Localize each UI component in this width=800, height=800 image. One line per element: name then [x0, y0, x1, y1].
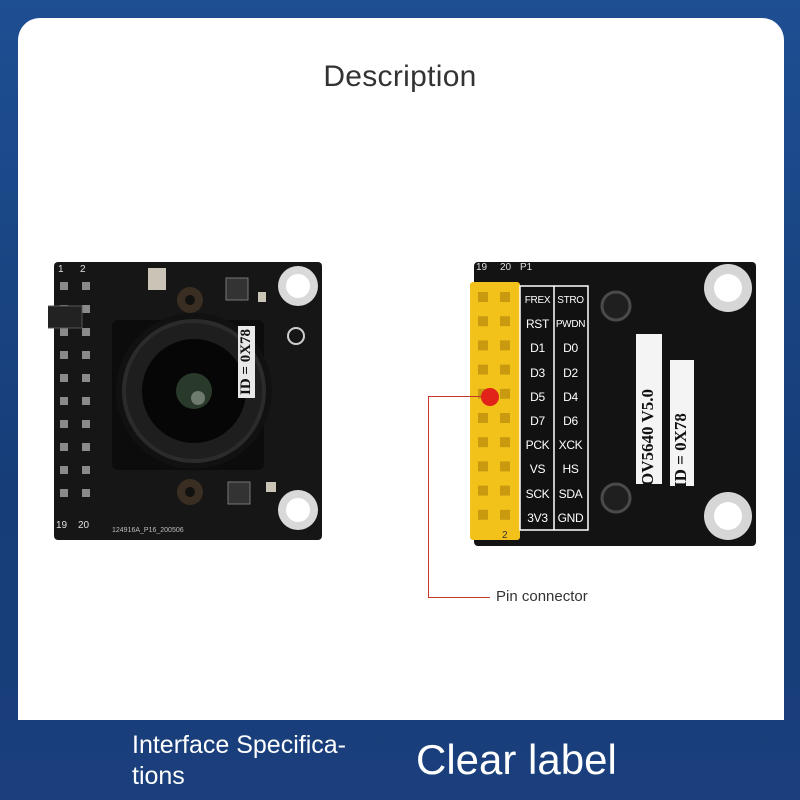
header-pin: [478, 340, 488, 351]
footer-clear-label: Clear label: [416, 736, 617, 783]
camera-module-front-photo: [48, 262, 322, 540]
right-pin-label-20: 20: [500, 262, 512, 273]
pin-label-row: 3V3 GND: [521, 506, 587, 530]
pin-label-cell: D2: [563, 365, 578, 380]
pin-label-cell: XCK: [558, 438, 583, 453]
pin-hole: [60, 282, 68, 290]
header-pin: [478, 485, 488, 496]
pin-label-cell: D5: [530, 389, 545, 404]
header-pin: [478, 364, 488, 375]
pin-label-cell: HS: [562, 462, 579, 477]
right-pin-label-2: 2: [502, 530, 508, 541]
callout-line-vertical: [428, 396, 429, 598]
pin-hole: [82, 305, 90, 313]
callout-line-top: [428, 396, 490, 397]
pin-label-cell: FREX: [524, 294, 551, 306]
pin-label-cell: D6: [563, 414, 578, 429]
callout-line-bottom: [428, 597, 490, 598]
right-pin-label-p1: P1: [520, 262, 533, 273]
left-serial-text: 124916A_P16_200506: [112, 527, 184, 534]
pin-label-cell: STRO: [557, 294, 584, 306]
model-label: OV5640 V5.0: [638, 389, 657, 486]
pin-hole: [82, 443, 90, 451]
pin-label-row: D5 D4: [521, 385, 587, 409]
pin-label-cell: 3V3: [527, 510, 548, 525]
pin-label-cell: D4: [563, 389, 578, 404]
pin-hole: [60, 489, 68, 497]
header-pin: [500, 437, 510, 448]
pin-label-cell: SCK: [525, 486, 550, 501]
pin-label-cell: D7: [530, 414, 545, 429]
pin-hole: [82, 374, 90, 382]
pin-hole: [82, 397, 90, 405]
pin-label-row: RST PWDN: [521, 312, 587, 336]
pin-label-cell: RST: [525, 317, 550, 332]
header-pin: [478, 509, 488, 520]
pin-label-row: D3 D2: [521, 361, 587, 385]
pin-hole: [60, 351, 68, 359]
header-pin: [500, 461, 510, 472]
pin-label-row: PCK XCK: [521, 433, 587, 457]
left-pin-label-20: 20: [78, 520, 90, 531]
pin-label-row: VS HS: [521, 457, 587, 481]
pin-hole: [82, 351, 90, 359]
callout-marker-dot: [481, 388, 499, 406]
footer-left-line1: Interface Specifica-: [132, 731, 346, 759]
pin-hole: [82, 466, 90, 474]
footer-interface-specs: Interface Specifica- tions: [132, 730, 392, 792]
pin-hole: [60, 374, 68, 382]
pin-hole: [60, 420, 68, 428]
pin-label-cell: D0: [563, 341, 578, 356]
pin-connector-label: Pin connector: [496, 588, 588, 605]
pin-label-cell: VS: [529, 462, 546, 477]
header-pin: [478, 461, 488, 472]
header-pin: [500, 485, 510, 496]
left-pin-label-2: 2: [80, 264, 86, 275]
pin-label-cell: PWDN: [555, 318, 586, 330]
header-pin: [500, 413, 510, 423]
page-title: Description: [323, 60, 477, 93]
header-pin: [500, 388, 510, 399]
pin-label-row: SCK SDA: [521, 482, 587, 506]
pin-hole: [82, 420, 90, 428]
header-pin: [500, 316, 510, 327]
pin-label-cell: D3: [530, 365, 545, 380]
header-pin: [478, 437, 488, 448]
pin-hole: [60, 466, 68, 474]
pin-label-row: D7 D6: [521, 409, 587, 433]
pin-label-cell: GND: [557, 510, 584, 525]
header-pin: [478, 413, 488, 423]
pin-hole: [60, 328, 68, 336]
pin-label-cell: SDA: [558, 486, 583, 501]
footer-left-line2: tions: [132, 762, 185, 790]
pin-label-cell: D1: [530, 341, 545, 356]
camera-module-back-photo: [470, 262, 756, 546]
left-pin-label-1: 1: [58, 264, 64, 275]
pin-hole: [82, 489, 90, 497]
pin-label-row: FREX STRO: [521, 288, 587, 312]
header-pin: [478, 292, 488, 302]
left-pin-label-19: 19: [56, 520, 68, 531]
header-pin: [500, 509, 510, 520]
header-pin: [500, 364, 510, 375]
header-pin: [500, 292, 510, 302]
pin-hole: [82, 328, 90, 336]
pin-hole: [60, 397, 68, 405]
pin-label-row: D1 D0: [521, 336, 587, 360]
header-pin: [478, 316, 488, 327]
right-pin-label-19: 19: [476, 262, 488, 273]
pin-label-cell: PCK: [525, 438, 550, 453]
pin-hole: [82, 282, 90, 290]
left-id-label: ID = 0X78: [238, 325, 255, 398]
header-pin: [500, 340, 510, 351]
pin-hole: [60, 443, 68, 451]
right-id-label: ID = 0X78: [671, 413, 690, 488]
